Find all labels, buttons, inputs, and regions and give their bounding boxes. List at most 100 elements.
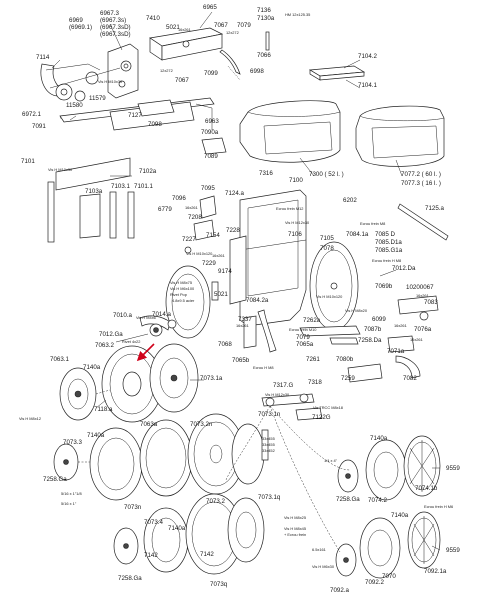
part-label-p6969_1: (6969.1): [69, 24, 92, 31]
part-label-p7073_4: 7073.4: [144, 519, 163, 526]
part-label-p7140a_5: 7140a: [391, 512, 409, 519]
part-label-p7070: 7070: [382, 573, 396, 580]
part-label-p7227: 7227: [182, 236, 196, 243]
part-label-p7087b: 7087b: [364, 326, 382, 333]
tray-and-hoppers: [239, 65, 445, 167]
part-label-p5021a: 5021: [166, 24, 180, 31]
spec-label-s_ecrou_m8a: Ecrou frein M8: [360, 221, 385, 226]
part-label-p7208: 7208: [188, 214, 202, 221]
part-label-p11579: 11579: [89, 95, 106, 102]
spec-label-s_16x261g: 16x261: [410, 337, 423, 342]
spec-label-s_516x1: 5/16 x 1": [61, 501, 77, 506]
part-label-p7114: 7114: [36, 54, 50, 61]
spec-label-s_vis_m10b: Vis H M10x120: [186, 251, 213, 256]
part-label-p7261: 7261: [306, 356, 320, 363]
part-label-p7106: 7106: [288, 231, 302, 238]
part-label-p7318: 7318: [308, 379, 322, 386]
spec-label-s_16x261: 16x261: [178, 27, 191, 32]
part-label-p9174: 9174: [218, 268, 232, 275]
part-label-p7136: 7136: [257, 7, 271, 14]
part-label-p7079b: 7079: [296, 334, 310, 341]
part-label-p7118a: 7118.a: [94, 406, 113, 413]
part-label-p7100: 7100: [289, 177, 303, 184]
spec-label-s_16x261e: 16x261: [236, 323, 249, 328]
part-label-p7065b: 7065b: [232, 357, 250, 364]
part-label-p6967_3sd: (6967.3sD): [100, 24, 131, 31]
spec-label-s_vis_m8x45: Vis H M8x45: [284, 526, 306, 531]
part-label-p7091: 7091: [32, 123, 46, 130]
spec-label-s_vis_m6x30: Vis H M6x30: [312, 564, 335, 569]
part-label-p7067b: 7067: [175, 77, 189, 84]
part-label-p6998: 6998: [250, 68, 264, 75]
wheel-7073-q: [113, 493, 265, 575]
tube-components: [47, 157, 135, 243]
part-label-p7082: 7082: [403, 375, 417, 382]
part-label-p7065a: 7065a: [296, 341, 314, 348]
part-label-p7079: 7079: [237, 22, 251, 29]
spec-label-s_vis_m4x6: Vis H M4x6: [136, 315, 156, 320]
part-number-labels: 69656967.3(6967.3s)6969(6969.1)(6967.3sD…: [21, 4, 460, 594]
press-wheel-7074: [337, 435, 441, 501]
part-label-p5021b: 5021: [214, 291, 228, 298]
part-label-p7074_2: 7074.2: [368, 497, 387, 504]
part-label-p7073_2n: 7073.2n: [190, 421, 213, 428]
part-label-p7140a_2: 7140a: [87, 432, 105, 439]
part-label-p7073n: 7073n: [124, 504, 142, 511]
part-label-p7258_da: 7258.Da: [358, 337, 382, 344]
part-label-p7085_g1a: 7085.G1a: [375, 247, 403, 254]
part-label-p7101: 7101: [21, 158, 35, 165]
part-label-p7122g: 7122G: [312, 414, 331, 421]
part-label-p7300: 7300 ( 52 l. ): [309, 171, 344, 178]
part-label-p7259: 7259: [341, 375, 355, 382]
part-label-p7071a: 7071a: [387, 348, 405, 355]
part-label-p7229: 7229: [202, 260, 216, 267]
part-label-p11580: 11580: [66, 102, 83, 109]
spec-label-s_516x1_18: 5/16 x 1"1/8: [61, 491, 82, 496]
spec-label-s_65x161: 6.5x161: [312, 547, 326, 552]
part-label-p7092_2: 7092.2: [365, 579, 384, 586]
spec-label-s_vis_m8x75: Vis H M8x75: [170, 280, 192, 285]
part-label-p7063_2: 7063.2: [95, 342, 114, 349]
spec-label-s_vis_m8x20: Vis H M8x20: [345, 308, 368, 313]
spec-label-s_33x455a: 33x455: [262, 436, 275, 441]
spec-label-s_vis_m12a: Vis H M12x30: [285, 220, 310, 225]
part-label-p7073_2: 7073.2: [206, 498, 225, 505]
part-label-p7078: 7078: [320, 245, 334, 252]
part-label-p6963: 6963: [205, 118, 219, 125]
press-wheel-7092: [335, 511, 441, 579]
part-label-p10200067: 10200067: [406, 284, 434, 291]
part-label-p7092_a: 7092.a: [330, 587, 349, 594]
spec-label-s_ecrou_m12: Ecrou frein M12: [276, 206, 303, 211]
part-label-p7085_d: 7085 D: [375, 231, 395, 238]
spec-label-s_vis_m8x25: Vis H M8x25: [284, 515, 306, 520]
part-label-p9559a: 9559: [446, 465, 460, 472]
part-label-p7102a: 7102a: [139, 168, 157, 175]
leader-lines: [51, 11, 441, 551]
part-label-p7067a: 7067: [214, 22, 228, 29]
part-label-p7316: 7316: [259, 170, 273, 177]
spec-label-s_16x261f: 16x261: [394, 323, 407, 328]
part-label-p7066: 7066: [257, 52, 271, 59]
part-label-p7095: 7095: [201, 185, 215, 192]
part-label-p7073_3: 7073.3: [63, 439, 82, 446]
part-label-p7077_3: 7077.3 ( 16 l. ): [401, 180, 441, 187]
part-label-p7101_1: 7101.1: [134, 183, 153, 190]
spec-label-s_hm10x30: Vis H M10x30: [98, 79, 123, 84]
rear-wheel-7063: [59, 343, 199, 423]
part-label-p7130a: 7130a: [257, 15, 275, 22]
part-label-p6967_3s: (6967.3s): [100, 17, 126, 24]
part-label-p7104_2: 7104.2: [358, 53, 377, 60]
spec-label-s_ecrou_m10: Ecrou frein M10: [289, 327, 317, 332]
part-label-p7084_2a: 7084.2a: [246, 297, 269, 304]
part-label-p7073_1q: 7073.1q: [258, 494, 281, 501]
part-label-p7076a: 7076a: [414, 326, 432, 333]
part-label-p7085_d1a: 7085.D1a: [375, 239, 402, 246]
highlight-arrow: [136, 343, 155, 362]
spec-label-s_vis_m12x30: Vis H M12x30: [265, 392, 290, 397]
part-label-p7154: 7154: [206, 232, 220, 239]
part-label-p6972_1: 6972.1: [22, 111, 41, 118]
part-label-p7125a: 7125.a: [425, 205, 444, 212]
part-label-p6779: 6779: [158, 206, 172, 213]
part-label-p7069b: 7069b: [375, 283, 393, 290]
part-label-p7068: 7068: [218, 341, 232, 348]
